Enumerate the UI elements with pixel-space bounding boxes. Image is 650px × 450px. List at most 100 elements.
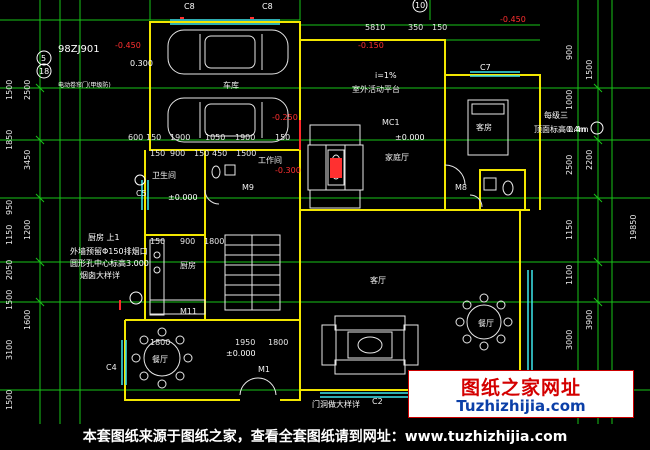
dim-row2-2: 1900 xyxy=(170,133,190,142)
room-bath: 卫生间 xyxy=(152,170,176,180)
dim-left-0: 1500 xyxy=(5,80,14,100)
bed-icon xyxy=(467,99,509,156)
dim-right2-0: 900 xyxy=(565,45,574,60)
dim-row3-4: 450 xyxy=(212,149,227,158)
window-c5: C5 xyxy=(136,189,147,198)
dim-kitchen-1: 900 xyxy=(180,237,195,246)
car-icon xyxy=(167,29,289,75)
dim-left-1: 1850 xyxy=(5,130,14,150)
dim-row2-4: 1900 xyxy=(235,133,255,142)
dim-kitchen-2: 1800 xyxy=(204,237,224,246)
room-family: 家庭厅 xyxy=(385,152,409,162)
note-bottom: 门洞做大样详 xyxy=(312,399,360,409)
note-kitchen2: 外墙预留Φ150排烟口 xyxy=(70,246,148,256)
dim-left-6: 2050 xyxy=(5,260,14,280)
level-l5: -0.300 xyxy=(275,166,301,175)
dim-left2-2: 3450 xyxy=(23,150,32,170)
dim-top-0: 5810 xyxy=(365,23,385,32)
door-mc1: MC1 xyxy=(382,118,400,127)
dim-bottom-2: 1800 xyxy=(268,338,288,347)
dim-left-4: 1150 xyxy=(5,225,14,245)
door-swings xyxy=(204,164,483,396)
dim-left2-3: 1200 xyxy=(23,220,32,240)
room-dining-east: 餐厅 xyxy=(478,319,494,328)
dining-table-icon xyxy=(131,327,193,389)
logo-line2: Tuzhizhijia.com xyxy=(456,397,586,415)
dining-table-east-icon xyxy=(455,293,513,351)
note-kitchen3: 圆形孔中心标高3.000 xyxy=(70,258,149,268)
dim-row3-3: 150 xyxy=(194,149,209,158)
toilet-icon xyxy=(211,164,514,196)
room-outdoor: 室外活动平台 xyxy=(352,84,400,94)
dim-right-4: 3900 xyxy=(585,310,594,330)
dim-left-8: 3100 xyxy=(5,340,14,360)
dim-left-10: 1500 xyxy=(5,390,14,410)
dims-bottom: 1800 1950 1800 xyxy=(150,338,288,347)
grid-c8b: C8 xyxy=(262,2,273,11)
room-living: 客厅 xyxy=(370,275,386,285)
level-l3: -0.150 xyxy=(358,41,384,50)
grid-lines xyxy=(0,0,650,424)
dim-right2-5: 2500 xyxy=(565,155,574,175)
grid-c7: C7 xyxy=(480,63,491,72)
room-kitchen: 厨房 xyxy=(180,260,196,270)
red-marks xyxy=(119,17,301,310)
grid-18: 18 xyxy=(39,67,49,76)
logo-line1: 图纸之家网址 xyxy=(460,377,581,399)
note-east2: 顶面标高0.4m xyxy=(534,124,587,134)
stairs-icon xyxy=(224,234,281,311)
grid-c8: C8 xyxy=(184,2,195,11)
room-guest: 客房 xyxy=(476,122,492,132)
room-dining: 餐厅 xyxy=(152,355,168,364)
dim-right2-9: 3000 xyxy=(565,330,574,350)
note-east1: 每级三 xyxy=(544,110,568,120)
dim-right2-7: 1100 xyxy=(565,265,574,285)
level-l4: -0.250 xyxy=(272,113,298,122)
dim-kitchen-0: 150 xyxy=(150,237,165,246)
dim-bottom-0: 1800 xyxy=(150,338,170,347)
dim-row2-0: 600 xyxy=(128,133,143,142)
dim-row2-3: 1050 xyxy=(205,133,225,142)
dim-bottom-1: 1950 xyxy=(235,338,255,347)
level-l1: ±0.000 xyxy=(226,349,256,358)
dim-top-1: 350 xyxy=(408,23,423,32)
note-kitchen4: 烟囱大样详 xyxy=(80,270,120,280)
sofa-set-living-icon xyxy=(321,315,419,375)
car-icon-2 xyxy=(167,97,289,143)
dim-right-2: 2200 xyxy=(585,150,594,170)
level-l0: ±0.000 xyxy=(395,133,425,142)
note-kitchen1: 厨房 上1 xyxy=(88,232,120,242)
window-c2: C2 xyxy=(372,397,383,406)
dim-row3-5: 1500 xyxy=(236,149,256,158)
dim-total: 19850 xyxy=(629,215,638,240)
kitchen-counter xyxy=(149,239,206,316)
dim-right2-3: 1000 xyxy=(565,90,574,110)
walls xyxy=(124,21,541,401)
dim-right2-6: 1150 xyxy=(565,220,574,240)
dim-row2-5: 150 xyxy=(275,133,290,142)
level-l2: ±0.000 xyxy=(168,193,198,202)
dim-right-0: 1500 xyxy=(585,60,594,80)
grid-10: 10 xyxy=(415,1,425,10)
dims-kitchen: 150 900 1800 xyxy=(150,237,224,246)
door-m8: M8 xyxy=(455,183,467,192)
dims-row2: 600 150 1900 1050 1900 150 xyxy=(128,133,290,142)
door-m1: M1 xyxy=(258,365,270,374)
dimension-ticks xyxy=(35,83,603,307)
dim-row3-0: 150 xyxy=(150,149,165,158)
level-l6: 0.4m xyxy=(568,125,589,134)
dims-row3: 150 900 150 450 1500 xyxy=(150,149,256,158)
dim-top-2: 150 xyxy=(432,23,447,32)
dim-row3-1: 900 xyxy=(170,149,185,158)
room-garage: 车库 xyxy=(223,80,239,90)
footer-banner: 本套图纸来源于图纸之家，查看全套图纸请到网址：www.tuzhizhijia.c… xyxy=(0,424,650,450)
section-markers xyxy=(129,121,604,305)
dim-left-7: 1500 xyxy=(5,290,14,310)
grid-bubbles xyxy=(36,0,428,79)
door-m9: M9 xyxy=(242,183,254,192)
dims-right: 900 1000 2500 1150 1100 3000 1500 2200 3… xyxy=(565,45,638,350)
window-c4: C4 xyxy=(106,363,117,372)
dim-left-3: 950 xyxy=(5,200,14,215)
dims-left: 1500 1850 950 1150 2050 1500 3100 1500 2… xyxy=(5,80,32,410)
